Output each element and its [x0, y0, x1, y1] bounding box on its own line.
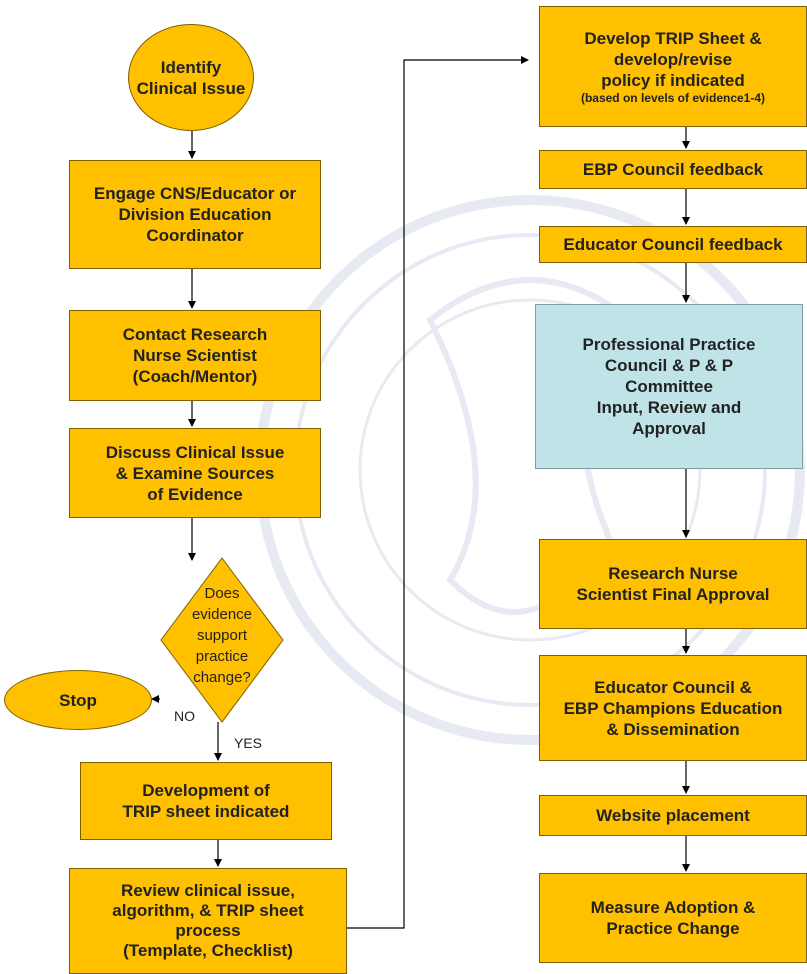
- no-label: NO: [174, 708, 195, 724]
- research-nurse-final-approval-text: Research Nurse Scientist Final Approval: [576, 564, 770, 604]
- educator-council-ebp-node: Educator Council & EBP Champions Educati…: [539, 655, 807, 761]
- discuss-clinical-issue-text: Discuss Clinical Issue & Examine Sources…: [105, 442, 285, 504]
- develop-trip-sheet-note: (based on levels of evidence1-4): [580, 90, 766, 105]
- measure-adoption-text: Measure Adoption & Practice Change: [590, 898, 756, 938]
- professional-practice-council-node: Professional Practice Council & P & P Co…: [535, 304, 803, 469]
- engage-cns-text: Engage CNS/Educator or Division Educatio…: [93, 184, 297, 245]
- educator-council-feedback-node: Educator Council feedback: [539, 226, 807, 263]
- ebp-council-feedback-node: EBP Council feedback: [539, 150, 807, 189]
- discuss-clinical-issue-node: Discuss Clinical Issue & Examine Sources…: [69, 428, 321, 518]
- professional-practice-council-text: Professional Practice Council & P & P Co…: [582, 335, 756, 438]
- educator-council-ebp-text: Educator Council & EBP Champions Educati…: [563, 677, 783, 739]
- stop-node: Stop: [4, 670, 152, 730]
- identify-clinical-issue-text: Identify Clinical Issue: [136, 57, 246, 98]
- identify-clinical-issue-node: Identify Clinical Issue: [128, 24, 254, 131]
- decision-text: Does evidence support practice change?: [191, 585, 253, 686]
- yes-label: YES: [234, 735, 263, 751]
- review-clinical-issue-text: Review clinical issue, algorithm, & TRIP…: [112, 881, 304, 960]
- development-trip-node: Development of TRIP sheet indicated: [80, 762, 332, 840]
- website-placement-node: Website placement: [539, 795, 807, 836]
- ebp-council-feedback-text: EBP Council feedback: [582, 160, 764, 179]
- decision-diamond: [160, 557, 284, 723]
- website-placement-text: Website placement: [596, 806, 750, 825]
- contact-research-text: Contact Research Nurse Scientist (Coach/…: [122, 325, 268, 386]
- develop-trip-sheet-node: Develop TRIP Sheet & develop/revise poli…: [539, 6, 807, 127]
- review-clinical-issue-node: Review clinical issue, algorithm, & TRIP…: [69, 868, 347, 974]
- stop-text: Stop: [59, 690, 97, 710]
- development-trip-text: Development of TRIP sheet indicated: [122, 781, 290, 821]
- contact-research-node: Contact Research Nurse Scientist (Coach/…: [69, 310, 321, 401]
- research-nurse-final-approval-node: Research Nurse Scientist Final Approval: [539, 539, 807, 629]
- develop-trip-sheet-text: Develop TRIP Sheet & develop/revise poli…: [584, 28, 762, 90]
- educator-council-feedback-text: Educator Council feedback: [563, 235, 783, 254]
- measure-adoption-node: Measure Adoption & Practice Change: [539, 873, 807, 963]
- engage-cns-node: Engage CNS/Educator or Division Educatio…: [69, 160, 321, 269]
